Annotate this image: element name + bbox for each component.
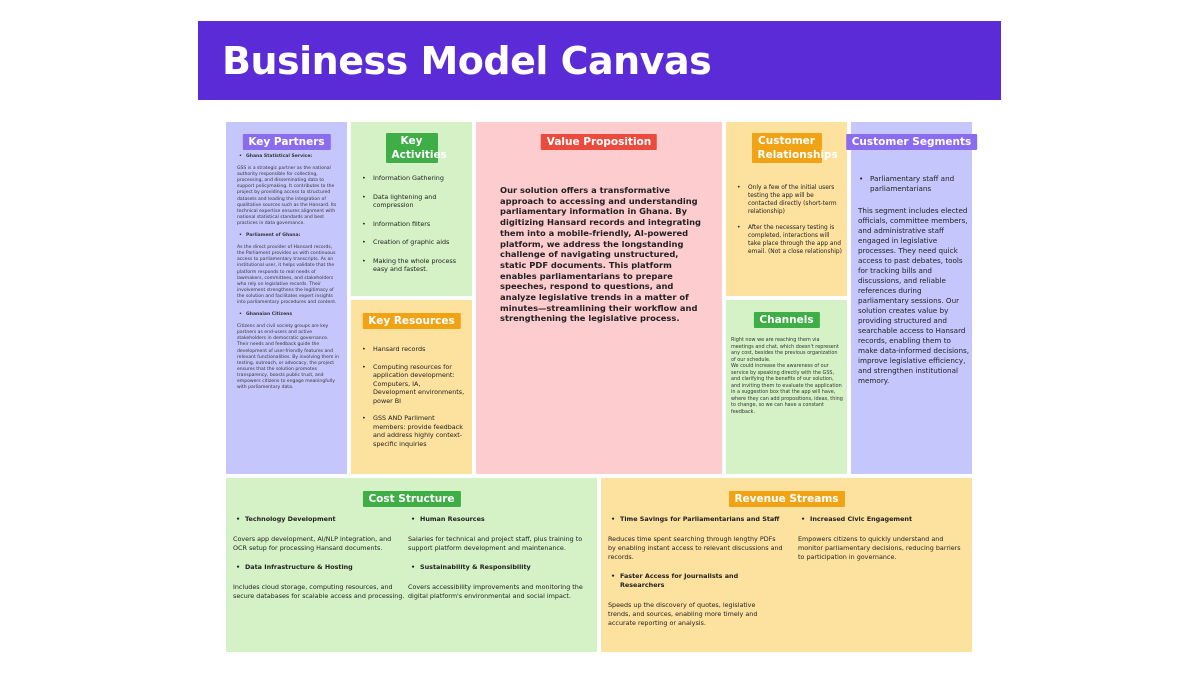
key-resources-block: Key Resources Hansard records Computing …	[351, 300, 472, 474]
cost-structure-label: Cost Structure	[362, 491, 461, 507]
revenue-item-text: Reduces time spent searching through len…	[608, 535, 783, 561]
cost-item: Data Infrastructure & Hosting Includes c…	[233, 563, 405, 601]
key-partner-heading: Parliament of Ghana:	[237, 233, 341, 239]
key-partner-text: GSS is a strategic partner as the nation…	[237, 166, 337, 226]
value-proposition-text: Our solution offers a transformative app…	[500, 185, 701, 324]
cost-item: Human Resources Salaries for technical a…	[408, 515, 588, 553]
channels-paragraph: Right now we are reaching them via meeti…	[731, 337, 839, 363]
key-resources-list: Hansard records Computing resources for …	[361, 345, 465, 457]
revenue-item-heading: Increased Civic Engagement	[798, 515, 968, 524]
value-proposition-label: Value Proposition	[540, 134, 658, 150]
channels-label: Channels	[753, 312, 820, 328]
channels-text: Right now we are reaching them via meeti…	[731, 337, 843, 416]
key-resources-label: Key Resources	[362, 313, 461, 329]
cost-item-text: Salaries for technical and project staff…	[408, 535, 583, 552]
cost-item: Technology Development Covers app develo…	[233, 515, 401, 553]
key-activities-block: Key Activities Information Gathering Dat…	[351, 122, 472, 296]
value-proposition-block: Value Proposition Our solution offers a …	[476, 122, 722, 474]
customer-segments-text: This segment includes elected officials,…	[858, 206, 970, 385]
cost-item-heading: Data Infrastructure & Hosting	[233, 563, 405, 572]
list-item: Parliamentary staff and parliamentarians	[858, 174, 966, 194]
key-activities-list: Information Gathering Data lightening an…	[361, 174, 465, 284]
list-item: Data lightening and compression	[361, 193, 465, 210]
list-item: Information Gathering	[361, 174, 465, 183]
revenue-item-heading: Time Savings for Parliamentarians and St…	[608, 515, 784, 524]
revenue-item: Time Savings for Parliamentarians and St…	[608, 515, 784, 562]
list-item: Only a few of the initial users testing …	[736, 184, 842, 216]
list-item: GSS AND Parliment members: provide feedb…	[361, 414, 465, 448]
customer-segments-list: Parliamentary staff and parliamentarians	[858, 174, 966, 194]
key-partners-label: Key Partners	[242, 134, 331, 150]
revenue-item-heading: Faster Access for Journalists and Resear…	[608, 572, 778, 590]
key-partner-text: As the direct provider of Hansard record…	[237, 245, 337, 305]
revenue-item: Increased Civic Engagement Empowers citi…	[798, 515, 968, 562]
key-partner-heading: Ghanaian Citizens	[237, 312, 341, 318]
list-item: Hansard records	[361, 345, 465, 354]
title-banner: Business Model Canvas	[198, 21, 1001, 100]
list-item: Computing resources for application deve…	[361, 363, 465, 406]
cost-item-text: Includes cloud storage, computing resour…	[233, 583, 405, 600]
channels-paragraph: We could increase the awareness of our s…	[731, 363, 843, 416]
revenue-item-text: Empowers citizens to quickly understand …	[798, 535, 961, 561]
key-activities-label: Key Activities	[385, 133, 447, 163]
customer-relationships-block: Customer Relationships Only a few of the…	[726, 122, 847, 296]
customer-segments-label: Customer Segments	[845, 134, 978, 150]
cost-item-heading: Sustainability & Responsibility	[408, 563, 592, 572]
cost-item-text: Covers app development, AI/NLP integrati…	[233, 535, 392, 552]
cost-structure-block: Cost Structure Technology Development Co…	[226, 478, 597, 652]
cost-item-heading: Human Resources	[408, 515, 588, 524]
page-title: Business Model Canvas	[222, 39, 712, 83]
list-item: After the necessary testing is completed…	[736, 224, 842, 256]
list-item: Information filters	[361, 220, 465, 229]
customer-segments-block: Customer Segments Parliamentary staff an…	[845, 122, 978, 474]
revenue-item-text: Speeds up the discovery of quotes, legis…	[608, 601, 758, 627]
customer-relationships-label: Customer Relationships	[751, 133, 838, 163]
key-partners-content: Ghana Statistical Service: GSS is a stra…	[237, 154, 341, 397]
list-item: Creation of graphic aids	[361, 238, 465, 247]
cost-item-text: Covers accessibility improvements and mo…	[408, 583, 583, 600]
channels-block: Channels Right now we are reaching them …	[726, 300, 847, 474]
customer-relationships-list: Only a few of the initial users testing …	[736, 184, 842, 264]
revenue-item: Faster Access for Journalists and Resear…	[608, 572, 778, 628]
key-partner-text: Citizens and civil society groups are ke…	[237, 324, 339, 391]
revenue-streams-label: Revenue Streams	[728, 491, 845, 507]
key-partner-heading: Ghana Statistical Service:	[237, 154, 341, 160]
cost-item: Sustainability & Responsibility Covers a…	[408, 563, 592, 601]
list-item: Making the whole process easy and fastes…	[361, 257, 465, 274]
cost-item-heading: Technology Development	[233, 515, 401, 524]
revenue-streams-block: Revenue Streams Time Savings for Parliam…	[601, 478, 972, 652]
key-partners-block: Key Partners Ghana Statistical Service: …	[226, 122, 347, 474]
